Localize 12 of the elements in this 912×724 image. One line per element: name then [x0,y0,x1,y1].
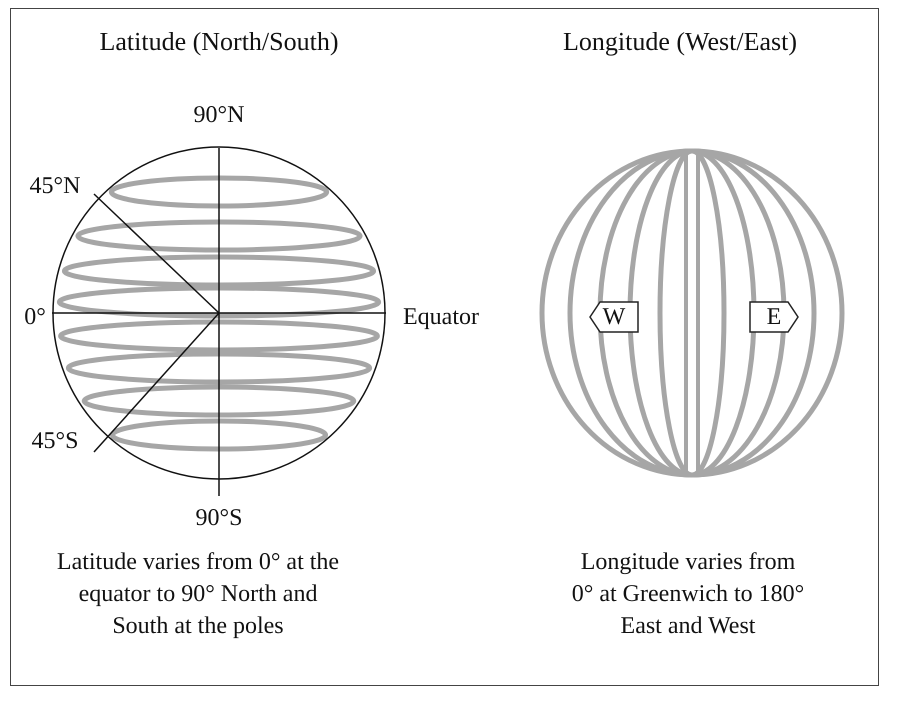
degree-label: 90°N [192,101,246,130]
direction-tag: E [750,302,798,332]
degree-label: 0° [23,303,47,332]
degree-label: 45°S [30,427,80,456]
degree-label: 90°S [194,504,244,533]
equator-label: Equator [402,303,480,332]
degree-label: 45°N [28,172,82,201]
heading: Longitude (West/East) [562,26,798,58]
heading: Latitude (North/South) [99,26,339,58]
direction-tag: W [590,302,638,332]
caption: Longitude varies from 0° at Greenwich to 180° East and West [570,548,806,641]
caption: Latitude varies from 0° at the equator to 90° North and South at the poles [56,548,340,641]
